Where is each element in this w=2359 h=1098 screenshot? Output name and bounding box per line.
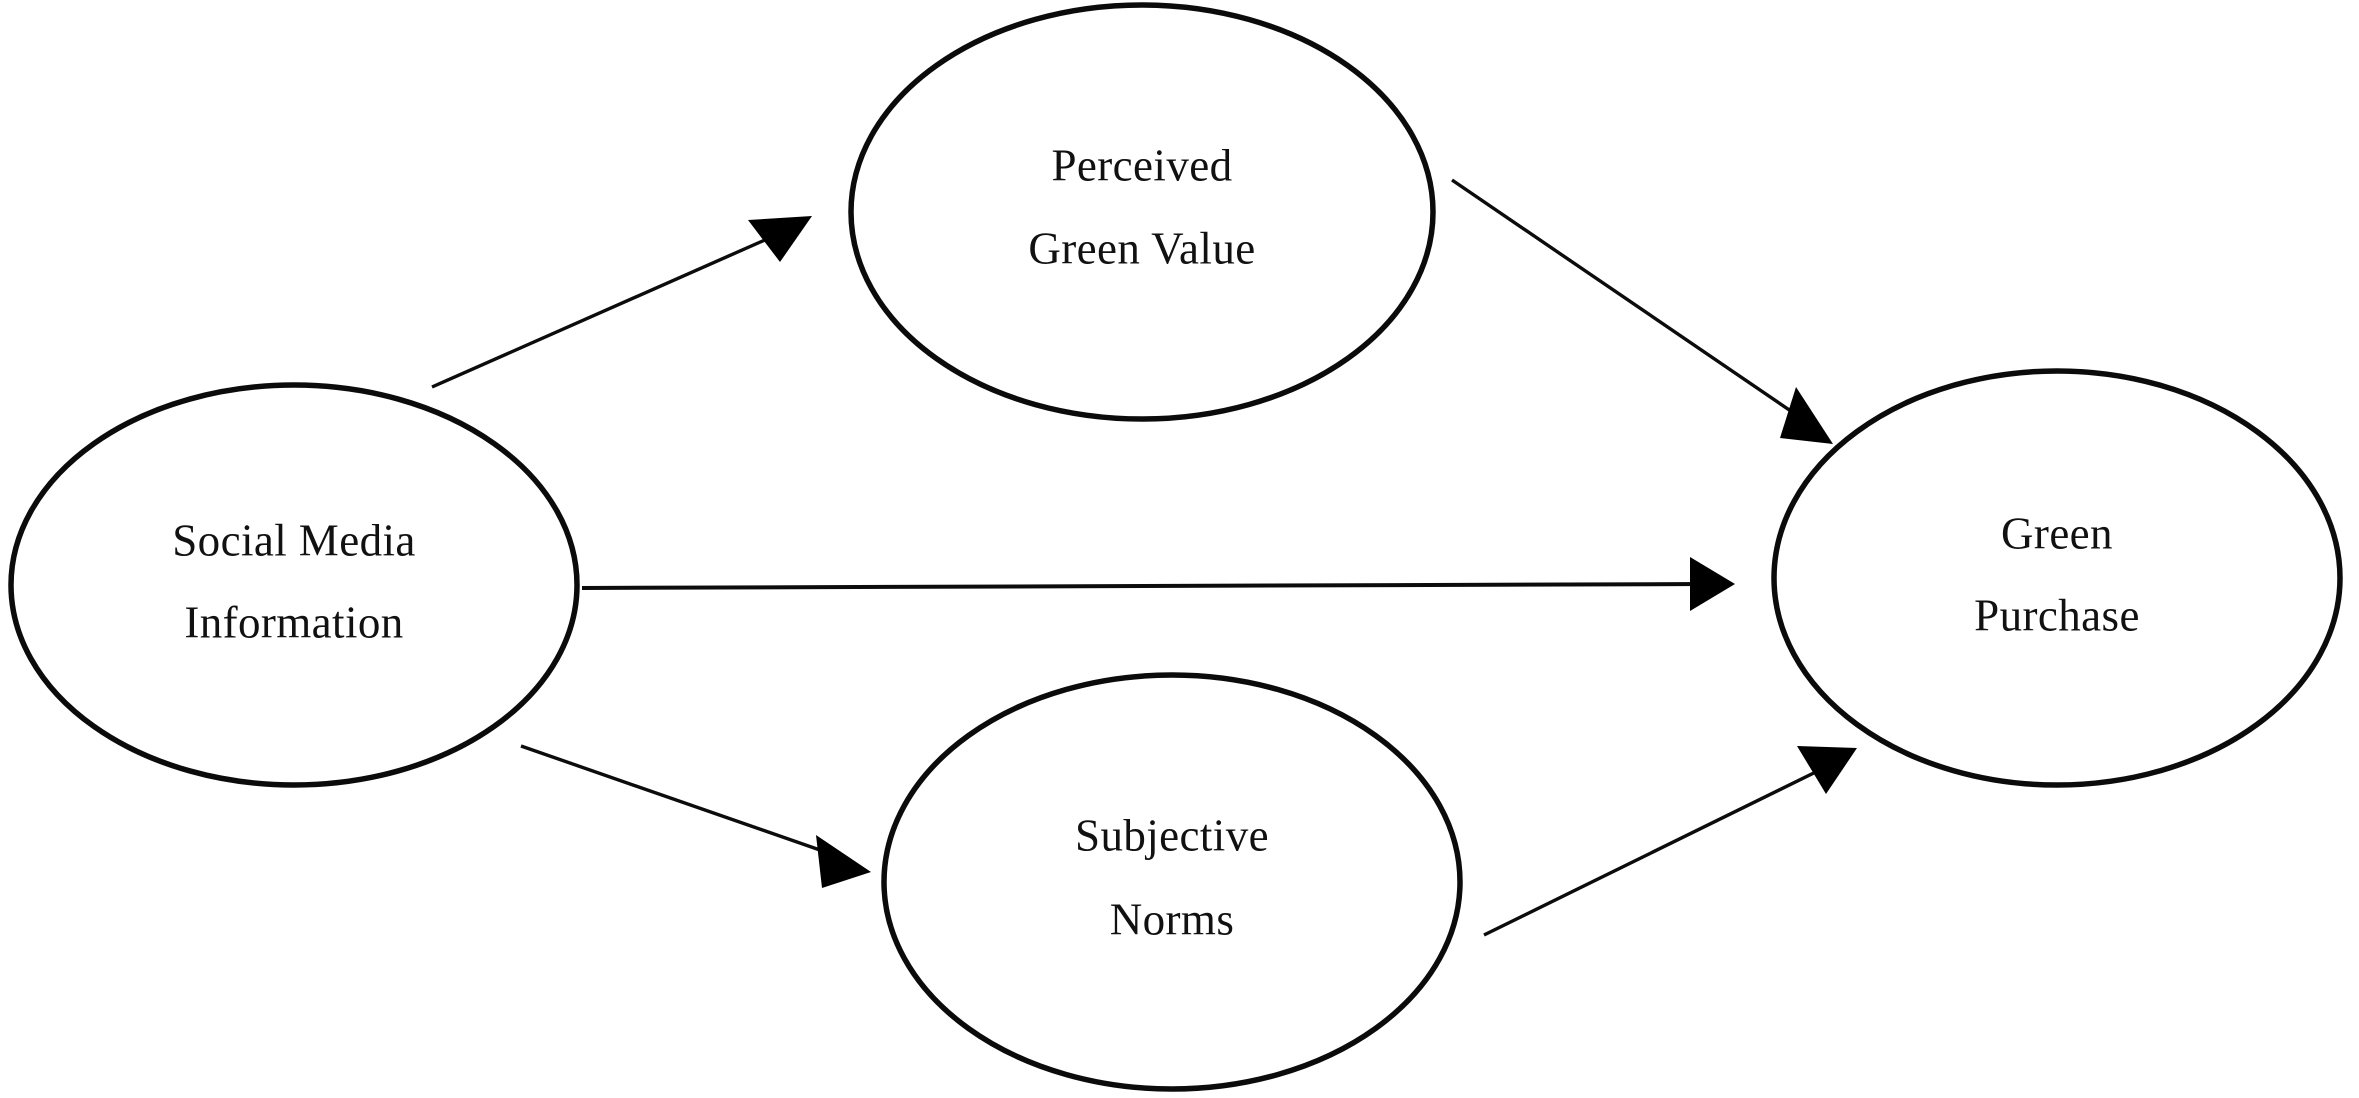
node-label-line2: Information xyxy=(184,597,403,647)
node-perceived-green-value[interactable]: Perceived Green Value xyxy=(848,2,1436,422)
node-shape-ellipse[interactable] xyxy=(8,382,580,788)
node-label-line2: Purchase xyxy=(1974,590,2140,640)
edge-line xyxy=(431,226,793,389)
edge-social-media-information-to-perceived-green-value xyxy=(431,216,812,389)
edge-social-media-information-to-green-purchase xyxy=(581,557,1735,611)
node-shape-ellipse[interactable] xyxy=(1771,368,2343,788)
edge-social-media-information-to-subjective-norms xyxy=(520,744,871,888)
node-label-line1: Green xyxy=(2001,508,2113,558)
arrowhead-icon xyxy=(1780,387,1833,444)
edge-perceived-green-value-to-green-purchase xyxy=(1451,178,1833,444)
node-shape-ellipse[interactable] xyxy=(881,672,1463,1092)
node-label-line1: Perceived xyxy=(1051,140,1232,190)
node-social-media-information[interactable]: Social Media Information xyxy=(8,382,580,788)
arrowhead-icon xyxy=(748,216,812,262)
edge-line xyxy=(520,744,841,859)
edge-line xyxy=(1483,764,1829,937)
edge-line xyxy=(581,582,1707,590)
node-subjective-norms[interactable]: Subjective Norms xyxy=(881,672,1463,1092)
arrowhead-icon xyxy=(816,835,871,888)
node-shape-ellipse[interactable] xyxy=(848,2,1436,422)
node-green-purchase[interactable]: Green Purchase xyxy=(1771,368,2343,788)
arrowhead-icon xyxy=(1690,557,1735,611)
node-label-line2: Norms xyxy=(1110,894,1235,944)
node-label-line2: Green Value xyxy=(1028,223,1255,273)
edge-subjective-norms-to-green-purchase xyxy=(1483,746,1857,937)
arrowhead-icon xyxy=(1797,746,1857,794)
node-label-line1: Subjective xyxy=(1075,810,1269,860)
node-label-line1: Social Media xyxy=(172,515,416,565)
edge-line xyxy=(1451,178,1805,422)
